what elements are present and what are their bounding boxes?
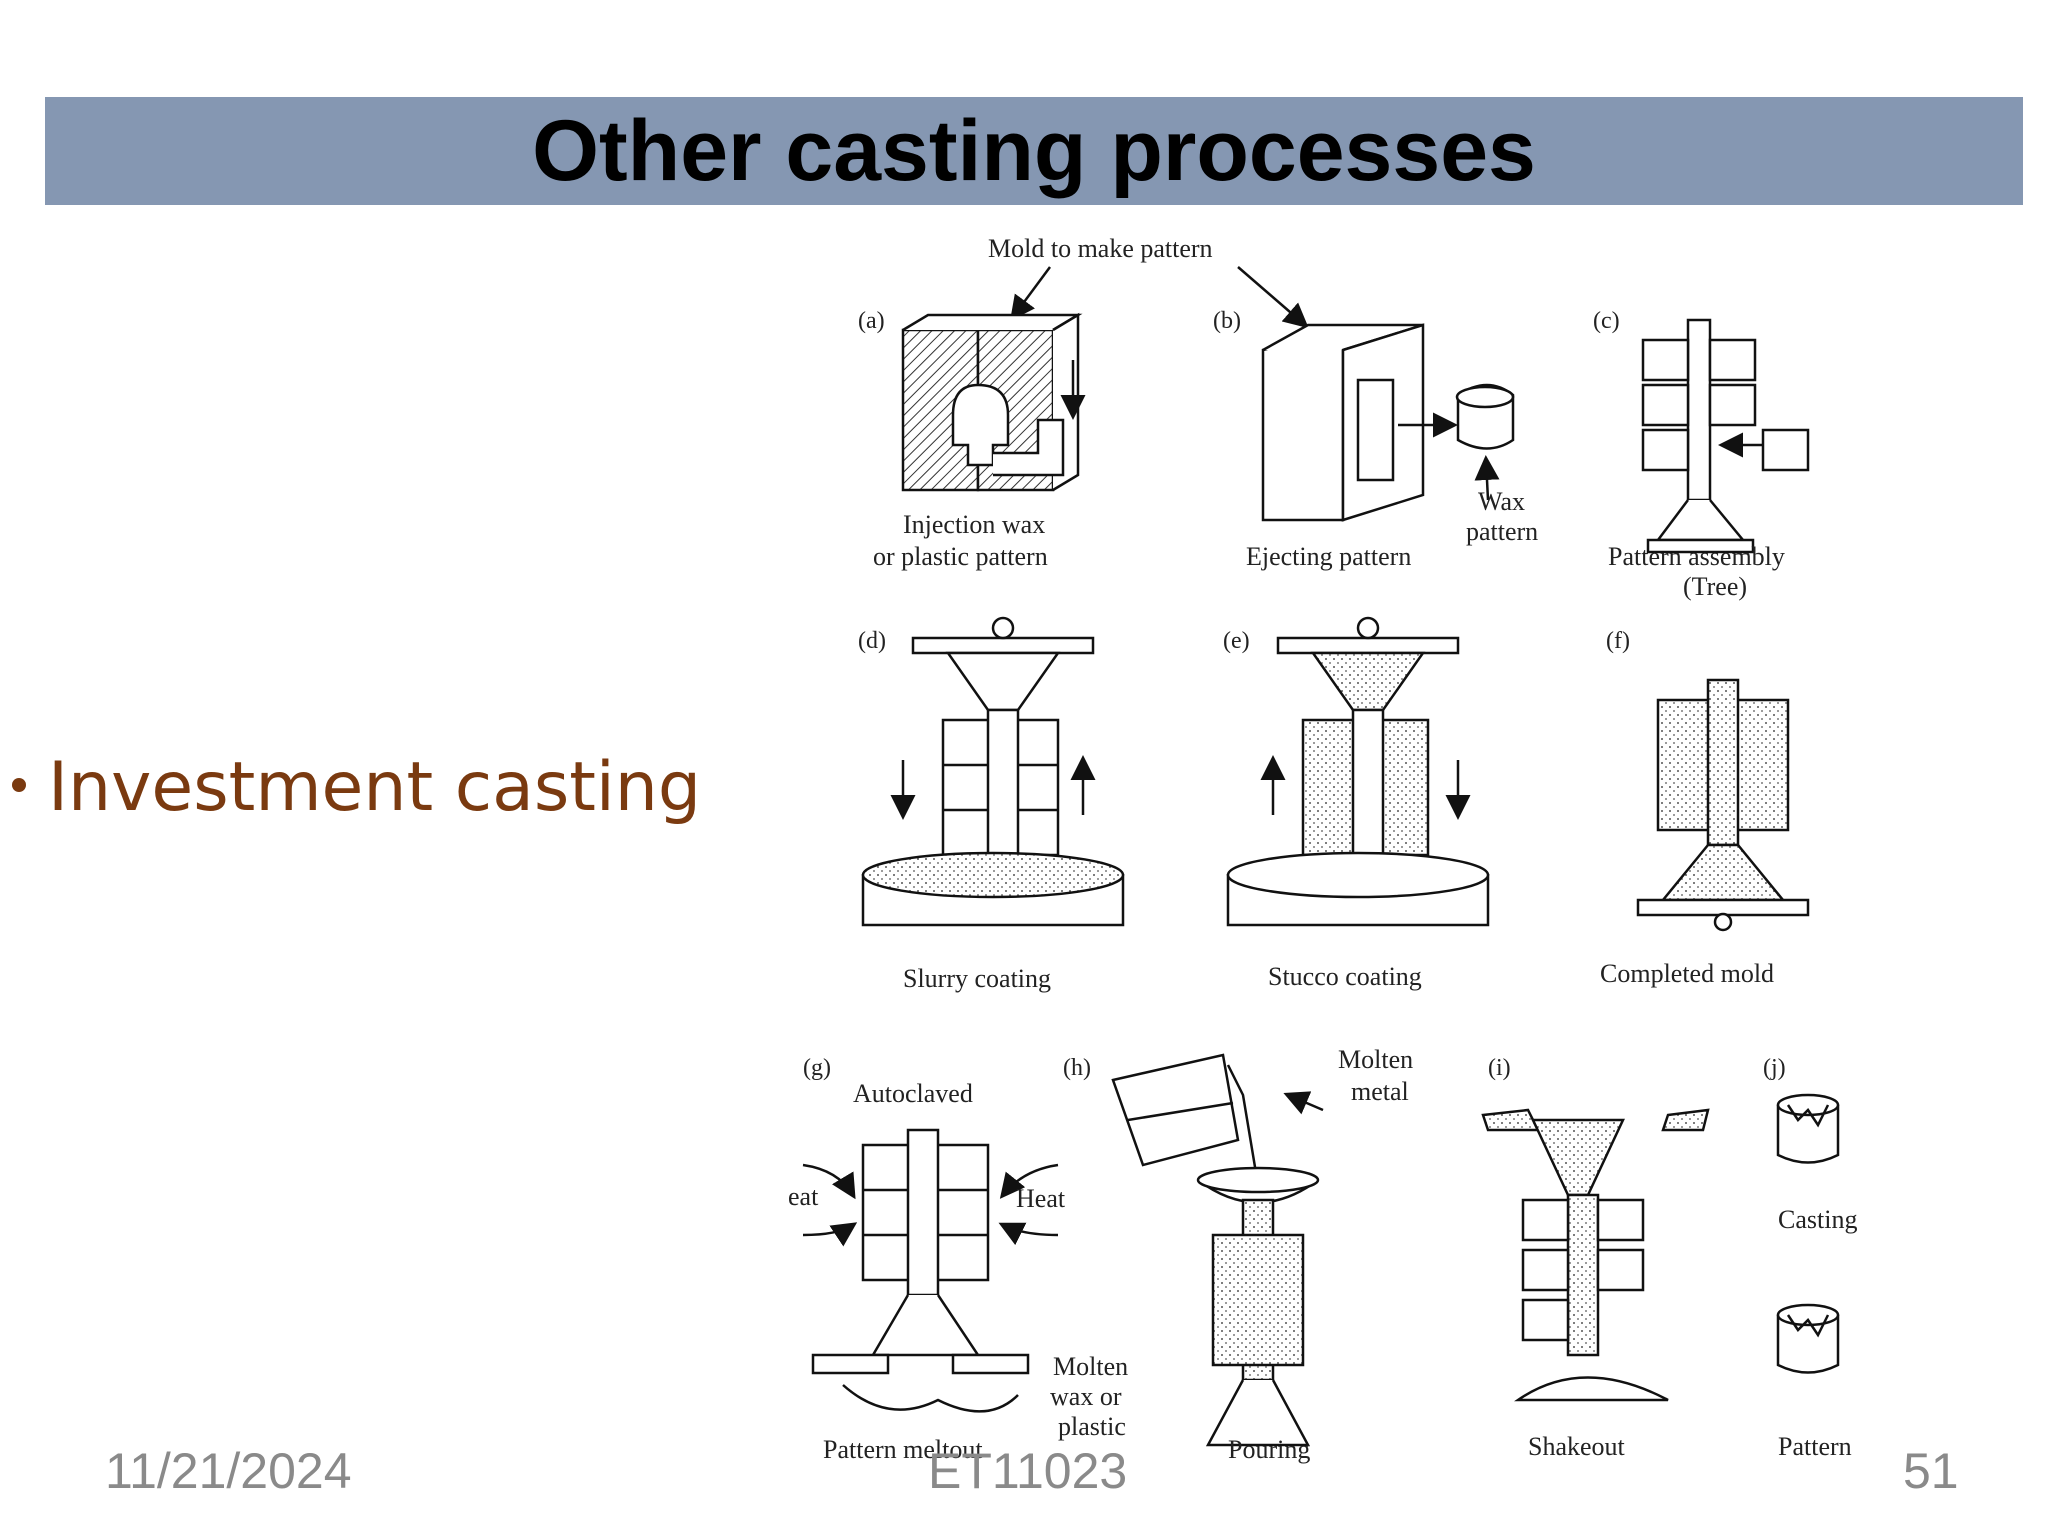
panel-j-caption-2: Pattern (1778, 1432, 1852, 1461)
investment-casting-figure: Mold to make pattern (a) Injection wax o… (788, 234, 1857, 1464)
panel-a-caption-2: or plastic pattern (873, 542, 1048, 571)
panel-b-caption-1: Ejecting pattern (1246, 542, 1411, 571)
panel-h-letter: (h) (1063, 1055, 1091, 1081)
panel-e-letter: (e) (1223, 628, 1250, 654)
panel-b-note-2: pattern (1466, 517, 1538, 546)
panel-g: (g) Autoclaved eat Heat Molten wax or pl… (788, 1055, 1128, 1464)
panel-d-letter: (d) (858, 628, 886, 654)
panel-g-autoclaved: Autoclaved (853, 1079, 973, 1108)
panel-j-caption-1: Casting (1778, 1205, 1857, 1234)
bullet-item: Investment casting (12, 748, 701, 827)
panel-g-letter: (g) (803, 1055, 831, 1081)
panel-g-note-1: Molten (1053, 1352, 1128, 1381)
footer-course: ET11023 (928, 1443, 1128, 1499)
bullet-dot-icon (12, 778, 26, 793)
panel-e-caption: Stucco coating (1268, 962, 1422, 991)
panel-j-letter: (j) (1763, 1055, 1786, 1081)
panel-f: (f) Completed mold (1600, 628, 1810, 988)
panel-b-note-1: Wax (1478, 487, 1525, 516)
header-arrow-a (1010, 266, 1052, 322)
slide-title: Other casting processes (532, 103, 1536, 199)
bullet-text: Investment casting (48, 748, 702, 827)
panel-b: (b) Wax pattern Ejecting pattern (1213, 308, 1538, 571)
footer-page-number: 51 (1903, 1443, 1959, 1499)
panel-g-heat-right: Heat (1016, 1184, 1066, 1213)
panel-g-note-2: wax or (1050, 1382, 1122, 1411)
panel-f-caption: Completed mold (1600, 959, 1774, 988)
panel-i-caption: Shakeout (1528, 1432, 1626, 1461)
title-bar: Other casting processes (45, 97, 2023, 205)
panel-h-caption: Pouring (1228, 1435, 1310, 1464)
panel-a-letter: (a) (858, 308, 885, 334)
panel-i: (i) Shakeout (1481, 1055, 1710, 1461)
panel-a: (a) Injection wax or plastic pattern (858, 308, 1086, 571)
panel-c-caption-2: (Tree) (1683, 572, 1747, 601)
panel-h-note-2: metal (1351, 1077, 1409, 1106)
panel-h-note-1: Molten (1338, 1045, 1413, 1074)
panel-h: (h) Molten metal Pouring (1063, 1045, 1413, 1464)
panel-f-letter: (f) (1606, 628, 1630, 654)
panel-d-caption: Slurry coating (903, 964, 1051, 993)
panel-d: (d) Slurry coating (858, 616, 1125, 993)
header-arrow-b (1237, 266, 1309, 329)
panel-i-letter: (i) (1488, 1055, 1511, 1081)
panel-b-letter: (b) (1213, 308, 1241, 334)
panel-c: (c) Pattern assembly (Tree) (1593, 308, 1810, 601)
panel-c-caption-1: Pattern assembly (1608, 542, 1785, 571)
panel-c-letter: (c) (1593, 308, 1620, 334)
panel-g-note-3: plastic (1058, 1412, 1126, 1441)
footer-date: 11/21/2024 (105, 1443, 352, 1499)
panel-j: (j) Casting Pattern (1763, 1055, 1857, 1461)
panel-g-heat-left: eat (788, 1182, 819, 1211)
panel-a-caption-1: Injection wax (903, 510, 1045, 539)
header-label: Mold to make pattern (988, 234, 1213, 263)
panel-g-caption: Pattern meltout (823, 1435, 983, 1464)
panel-e: (e) Stucco coating (1223, 616, 1490, 991)
